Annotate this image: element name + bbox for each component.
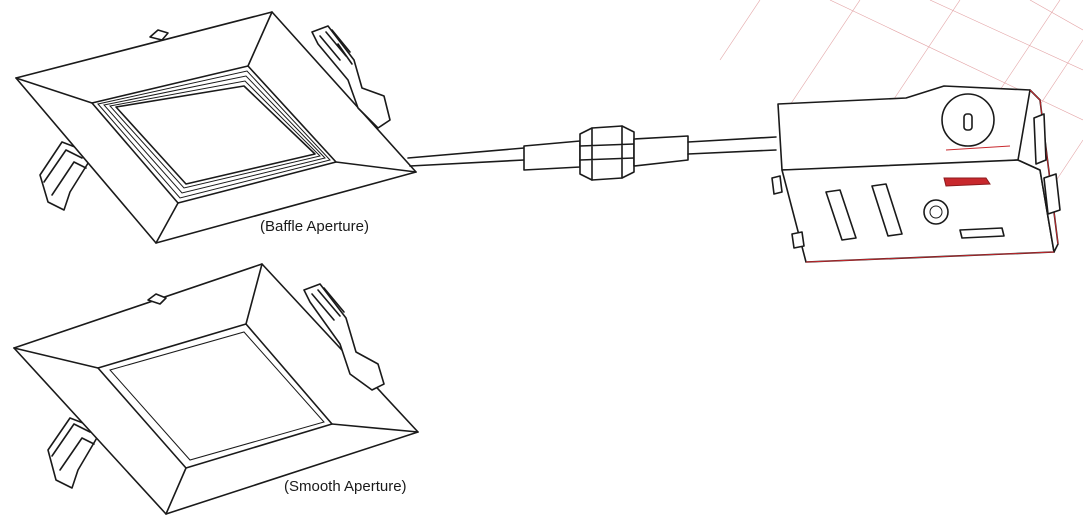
slot-right xyxy=(871,183,903,237)
cable-sleeve-left xyxy=(523,140,581,171)
right-spring-clip-bottom xyxy=(303,283,385,391)
cable-left xyxy=(407,147,525,167)
baffle-fixture xyxy=(15,11,417,244)
baffle-trim-outer xyxy=(15,11,417,244)
smooth-aperture-label: (Smooth Aperture) xyxy=(284,478,407,495)
baffle-aperture-label: (Baffle Aperture) xyxy=(260,218,369,235)
cable-assembly xyxy=(407,125,777,181)
junction-box-front xyxy=(781,159,1055,263)
lower-clip xyxy=(959,227,1005,239)
smooth-aperture xyxy=(97,323,333,469)
baffle-trim-bevel xyxy=(15,11,417,244)
quick-connector xyxy=(579,125,635,181)
right-spring-clip xyxy=(311,25,391,129)
left-spring-clip-bottom xyxy=(47,417,99,489)
left-spring-clip xyxy=(39,141,91,211)
junction-box xyxy=(771,85,1061,263)
red-clip-upper xyxy=(943,177,991,187)
ground-screw xyxy=(923,199,949,225)
cable-sleeve-right xyxy=(633,135,689,167)
cable-right xyxy=(687,136,777,155)
slot-left xyxy=(825,189,857,241)
top-tab xyxy=(149,29,169,41)
baffle-rings xyxy=(91,65,337,204)
red-hatching xyxy=(719,0,1083,206)
smooth-fixture xyxy=(13,263,419,515)
